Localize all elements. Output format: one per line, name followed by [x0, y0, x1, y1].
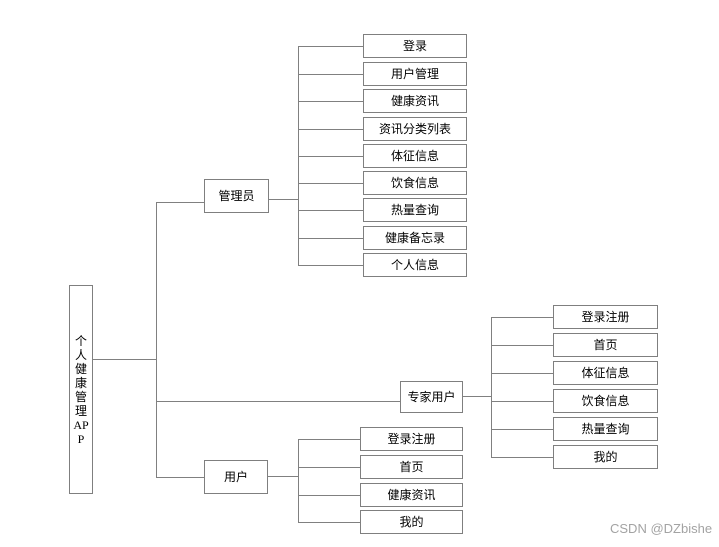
trunk-main: [156, 202, 157, 478]
leaf-label: 登录注册: [581, 310, 630, 324]
branch-expert-child: [491, 457, 553, 458]
branch-admin-child: [298, 265, 363, 266]
node-user: 用户: [204, 460, 268, 494]
leaf-label: 健康备忘录: [384, 231, 445, 245]
leaf-label: 健康资讯: [387, 488, 436, 502]
branch-admin-child: [298, 46, 363, 47]
node-expert-child-calorie-query: 热量查询: [553, 417, 658, 441]
node-admin: 管理员: [204, 179, 269, 213]
node-expert-label: 专家用户: [407, 390, 456, 404]
watermark-text: CSDN @DZbishe: [610, 521, 713, 536]
node-user-child-health-news: 健康资讯: [360, 483, 463, 507]
leaf-label: 体征信息: [581, 366, 630, 380]
node-user-child-login-register: 登录注册: [360, 427, 463, 451]
branch-user-child: [298, 467, 360, 468]
connector-root-to-trunk: [93, 359, 157, 360]
node-user-label: 用户: [223, 470, 248, 484]
leaf-label: 健康资讯: [390, 94, 439, 108]
branch-to-expert: [156, 401, 401, 402]
leaf-label: 个人信息: [390, 258, 439, 272]
branch-user-child: [298, 522, 360, 523]
leaf-label: 饮食信息: [390, 176, 439, 190]
branch-admin-child: [298, 210, 363, 211]
leaf-label: 我的: [399, 515, 424, 529]
branch-to-admin: [156, 202, 205, 203]
leaf-label: 热量查询: [581, 422, 630, 436]
node-admin-label: 管理员: [218, 189, 255, 203]
node-admin-child-login: 登录: [363, 34, 467, 58]
branch-admin-child: [298, 74, 363, 75]
branch-expert-child: [491, 373, 553, 374]
leaf-label: 饮食信息: [581, 394, 630, 408]
branch-admin-child: [298, 156, 363, 157]
connector-expert-to-children: [463, 396, 492, 397]
branch-expert-child: [491, 429, 553, 430]
node-expert-child-login-register: 登录注册: [553, 305, 658, 329]
node-expert: 专家用户: [400, 381, 463, 413]
branch-expert-child: [491, 401, 553, 402]
leaf-label: 我的: [593, 450, 618, 464]
branch-admin-child: [298, 238, 363, 239]
node-admin-child-health-news: 健康资讯: [363, 89, 467, 113]
branch-user-child: [298, 439, 360, 440]
node-expert-child-body-signs: 体征信息: [553, 361, 658, 385]
leaf-label: 登录: [402, 39, 427, 53]
node-root: 个人健康管理APP: [69, 285, 93, 494]
leaf-label: 用户管理: [390, 67, 439, 81]
node-admin-child-diet-info: 饮食信息: [363, 171, 467, 195]
node-root-label: 个人健康管理APP: [73, 333, 89, 446]
node-admin-child-news-category: 资讯分类列表: [363, 117, 467, 141]
leaf-label: 热量查询: [390, 203, 439, 217]
node-admin-child-personal-info: 个人信息: [363, 253, 467, 277]
node-admin-child-calorie-query: 热量查询: [363, 198, 467, 222]
branch-admin-child: [298, 101, 363, 102]
node-admin-child-health-memo: 健康备忘录: [363, 226, 467, 250]
leaf-label: 登录注册: [387, 432, 436, 446]
node-admin-child-body-signs: 体征信息: [363, 144, 467, 168]
leaf-label: 资讯分类列表: [378, 122, 451, 136]
branch-user-child: [298, 495, 360, 496]
leaf-label: 首页: [593, 338, 618, 352]
leaf-label: 体征信息: [390, 149, 439, 163]
trunk-expert-children: [491, 317, 492, 458]
node-user-child-mine: 我的: [360, 510, 463, 534]
trunk-user-children: [298, 439, 299, 523]
branch-admin-child: [298, 183, 363, 184]
node-expert-child-home: 首页: [553, 333, 658, 357]
leaf-label: 首页: [399, 460, 424, 474]
node-user-child-home: 首页: [360, 455, 463, 479]
node-expert-child-mine: 我的: [553, 445, 658, 469]
node-expert-child-diet-info: 饮食信息: [553, 389, 658, 413]
connector-user-to-children: [268, 476, 299, 477]
branch-to-user: [156, 477, 205, 478]
branch-admin-child: [298, 129, 363, 130]
node-admin-child-user-mgmt: 用户管理: [363, 62, 467, 86]
connector-admin-to-children: [268, 199, 299, 200]
branch-expert-child: [491, 317, 553, 318]
branch-expert-child: [491, 345, 553, 346]
